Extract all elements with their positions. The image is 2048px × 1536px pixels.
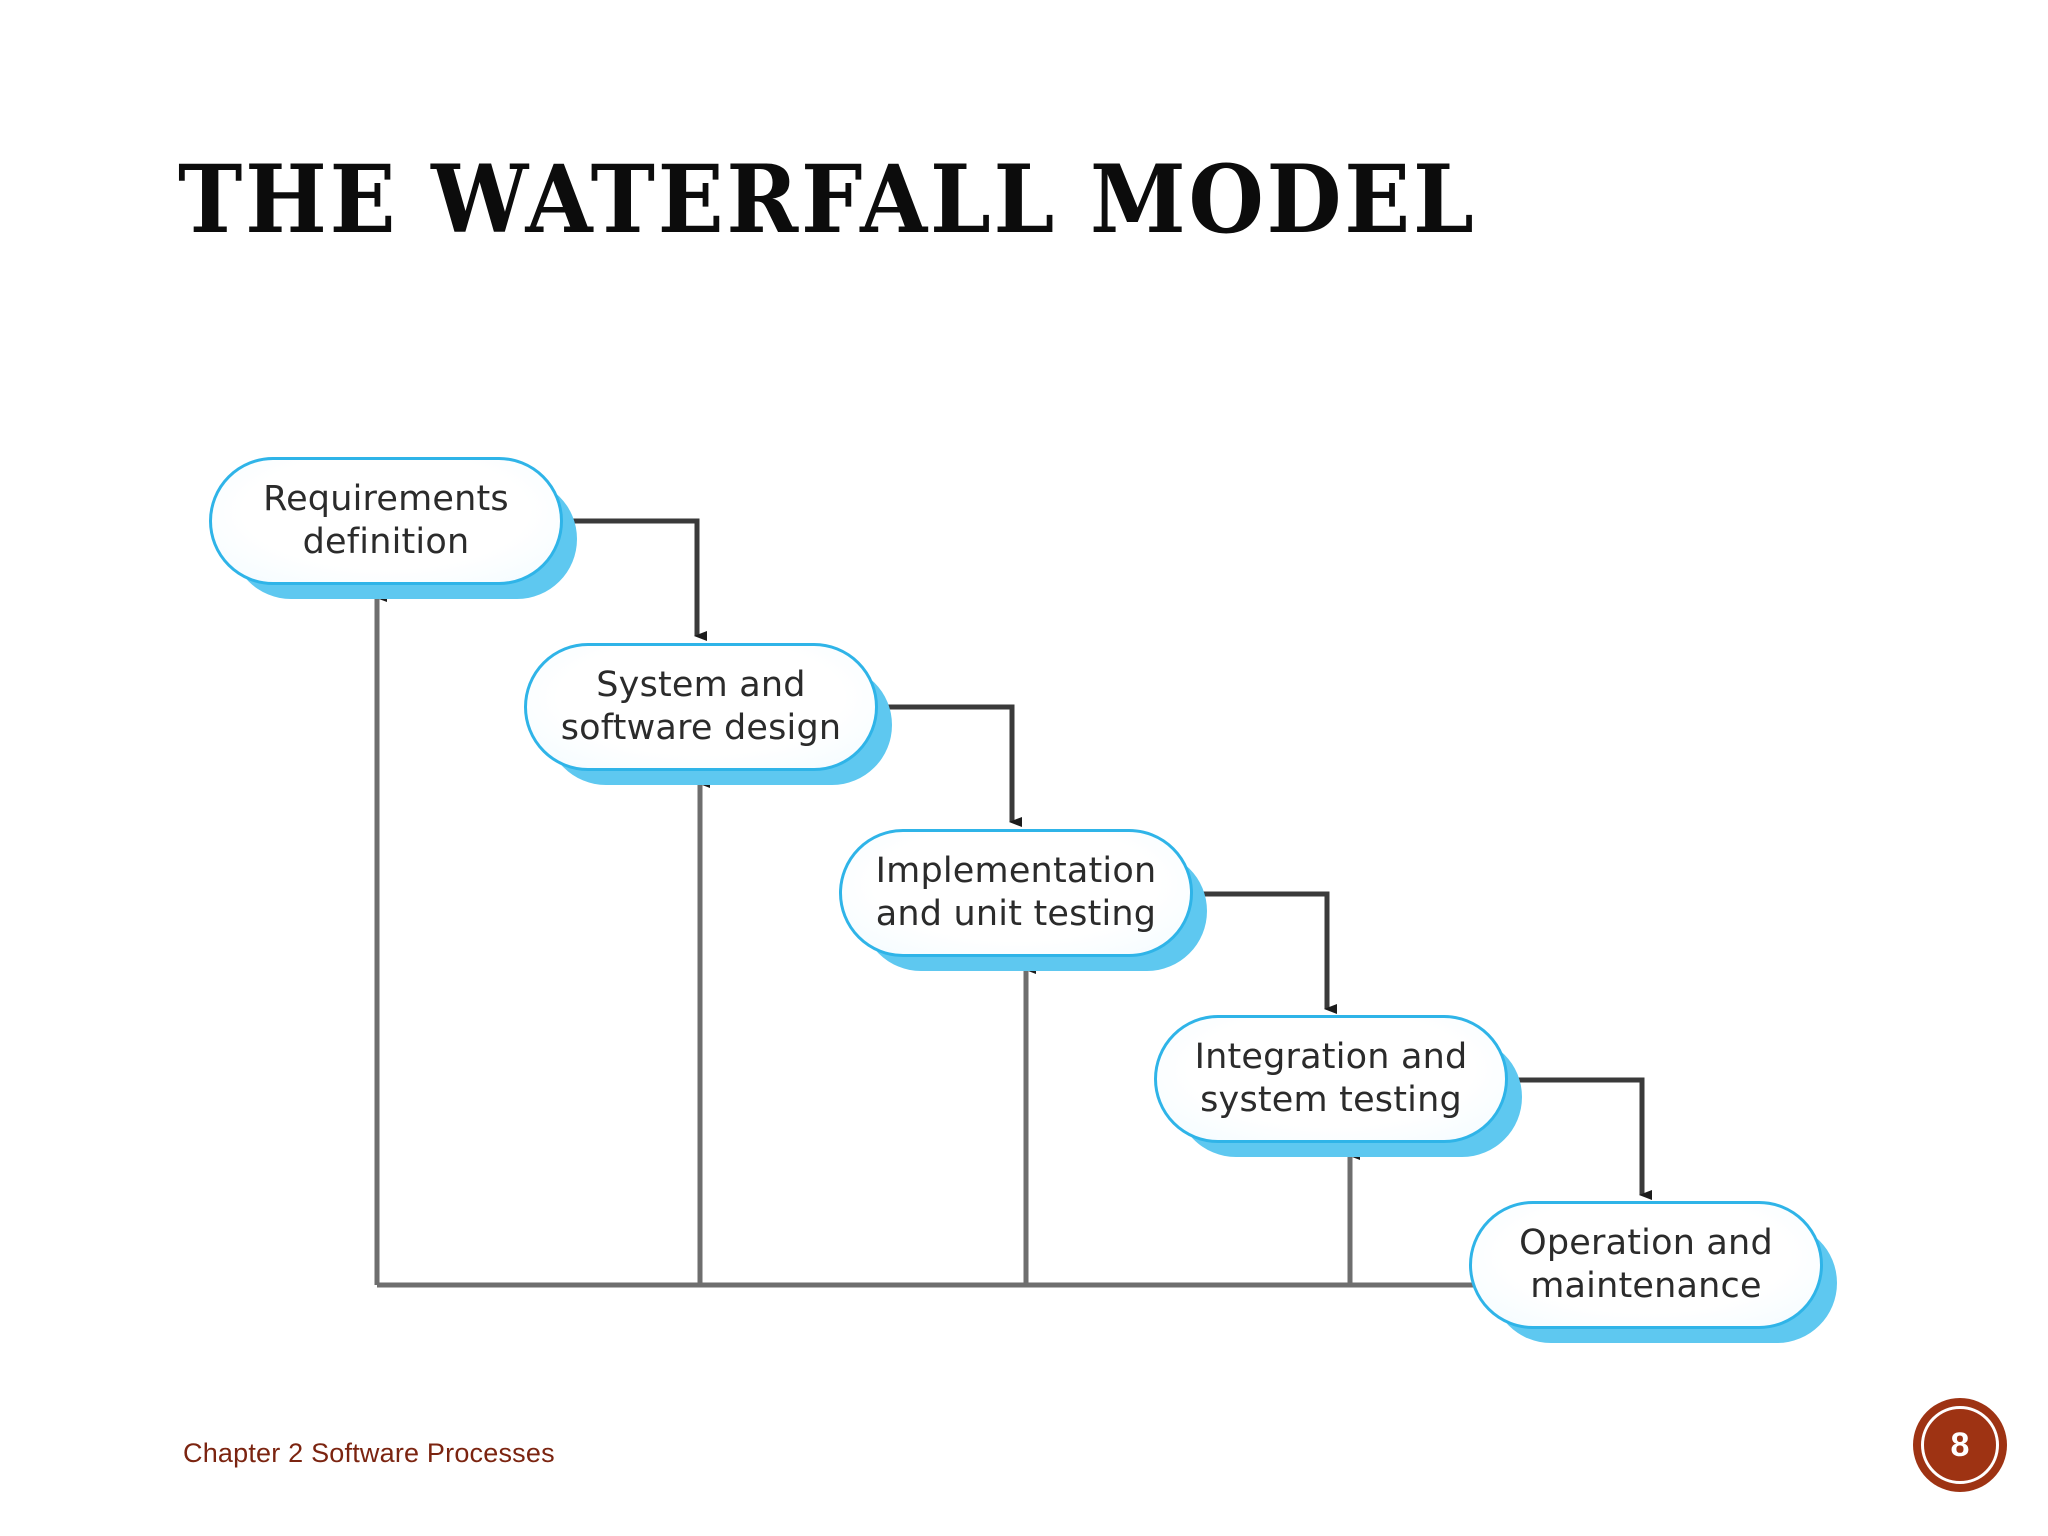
node-requirements-definition[interactable]: Requirements definition — [209, 457, 563, 585]
node-label-line1: Implementation — [875, 851, 1157, 892]
node-label-line2: maintenance — [1530, 1266, 1762, 1306]
node-label-line1: Operation and — [1519, 1223, 1773, 1264]
node-label-implementation-and-unit-testing: Implementation and unit testing — [854, 850, 1179, 935]
node-label-line1: Integration and — [1194, 1037, 1468, 1078]
node-label-line1: Requirements — [263, 479, 509, 520]
node-system-and-software-design[interactable]: System and software design — [524, 643, 878, 771]
page-number: 8 — [1950, 1426, 1970, 1464]
edge-design-to-implementation — [878, 704, 1022, 827]
node-label-line2: system testing — [1200, 1080, 1462, 1120]
node-label-system-and-software-design: System and software design — [539, 664, 864, 749]
node-label-requirements-definition: Requirements definition — [241, 478, 531, 563]
node-integration-and-system-testing[interactable]: Integration and system testing — [1154, 1015, 1508, 1143]
node-operation-and-maintenance[interactable]: Operation and maintenance — [1469, 1201, 1823, 1329]
edge-implementation-to-integration — [1193, 891, 1337, 1014]
node-label-integration-and-system-testing: Integration and system testing — [1173, 1036, 1490, 1121]
edge-requirements-to-design — [563, 518, 707, 641]
footer-chapter-note: Chapter 2 Software Processes — [183, 1438, 555, 1468]
page-title: The Waterfall Model — [178, 145, 1477, 255]
page-number-badge: 8 — [1913, 1398, 2007, 1492]
node-label-line2: and unit testing — [875, 894, 1157, 934]
node-label-line1: System and — [596, 665, 806, 706]
node-label-line2: software design — [560, 708, 842, 748]
edge-integration-to-operation — [1508, 1077, 1652, 1200]
node-label-line2: definition — [302, 522, 470, 562]
node-label-operation-and-maintenance: Operation and maintenance — [1497, 1222, 1795, 1307]
node-implementation-and-unit-testing[interactable]: Implementation and unit testing — [839, 829, 1193, 957]
page-badge-ring-icon — [1921, 1406, 1999, 1484]
